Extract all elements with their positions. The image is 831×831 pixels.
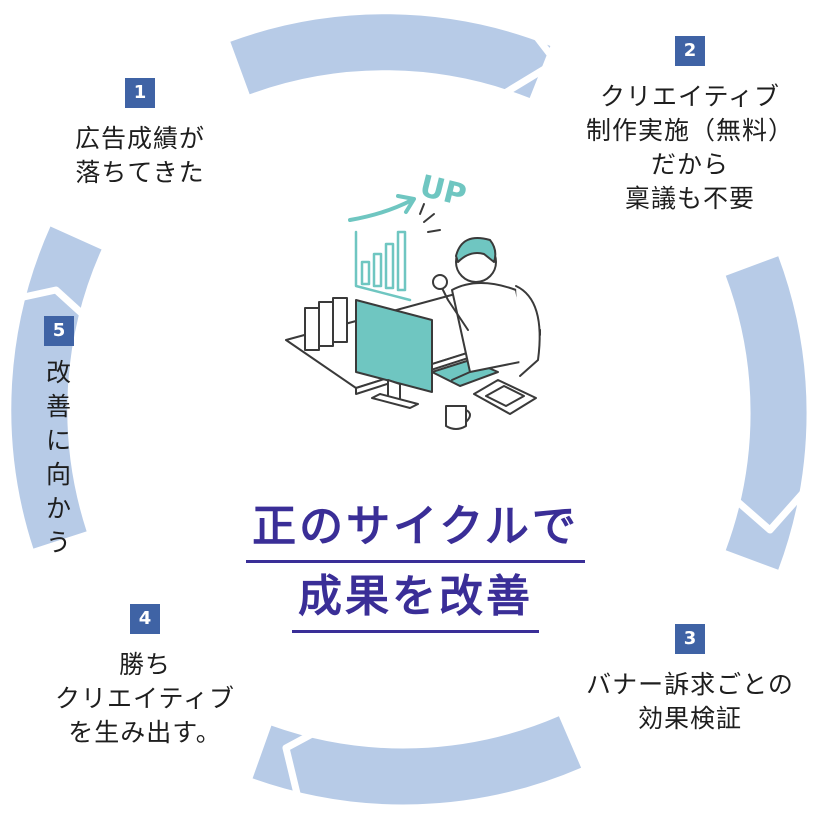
step-label: クリエイティブ 制作実施（無料） だから 稟議も不要 [585, 82, 794, 213]
step-label-vertical: 改善に向かう [36, 356, 82, 560]
step-label: バナー訴求ごとの 効果検証 [586, 670, 794, 733]
cycle-step-2: 2 クリエイティブ 制作実施（無料） だから 稟議も不要 [560, 36, 820, 216]
bar-chart-icon [354, 230, 412, 302]
person-at-computer-icon [285, 194, 541, 430]
vertical-glyph: 改 [45, 358, 72, 387]
cycle-step-1: 1 広告成績が 落ちてきた [40, 78, 240, 190]
vertical-glyph: う [45, 528, 72, 557]
step-number-badge: 5 [44, 316, 74, 346]
cycle-step-4: 4 勝ち クリエイティブ を生み出す。 [30, 604, 260, 750]
up-text: UP [416, 169, 469, 214]
headline-text: 正のサイクルで [246, 490, 585, 563]
vertical-glyph: か [45, 494, 72, 523]
step-label: 勝ち クリエイティブ を生み出す。 [54, 650, 235, 747]
books-icon [304, 297, 348, 351]
vertical-glyph: 善 [45, 392, 72, 421]
vertical-glyph: 向 [45, 460, 72, 489]
chevron-icon [718, 472, 822, 534]
headline-line-1: 正のサイクルで [0, 490, 831, 563]
step-number-badge: 3 [675, 624, 705, 654]
step-number-badge: 1 [125, 78, 155, 108]
headline-line-2: 成果を改善 [0, 560, 831, 633]
cycle-step-5: 5 改善に向かう [36, 316, 82, 560]
cycle-step-3: 3 バナー訴求ごとの 効果検証 [560, 624, 820, 736]
arrow-segment-1-2 [230, 14, 551, 99]
step-number-badge: 2 [675, 36, 705, 66]
mug-icon [445, 405, 471, 430]
arrow-segment-5-1 [11, 226, 102, 549]
growth-arrow-icon [348, 194, 416, 222]
headline-text: 成果を改善 [292, 560, 539, 633]
chevron-icon [6, 286, 104, 334]
vertical-glyph: に [45, 426, 72, 455]
chevron-icon [496, 6, 560, 100]
chevron-icon [282, 716, 342, 810]
step-number-badge: 4 [130, 604, 160, 634]
step-label: 広告成績が 落ちてきた [74, 124, 205, 187]
arrow-segment-3-4 [252, 716, 582, 805]
